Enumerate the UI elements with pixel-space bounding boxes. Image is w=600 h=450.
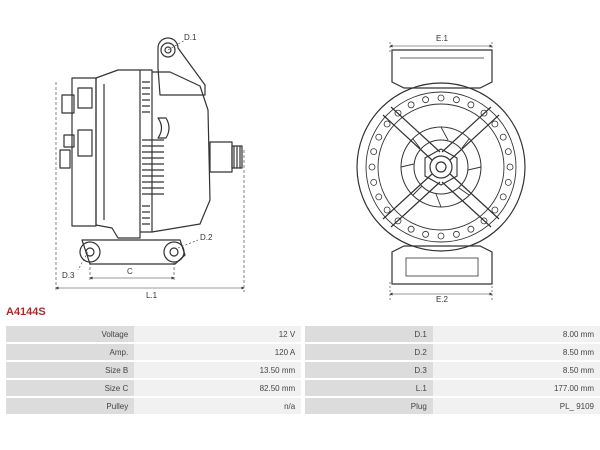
vent-hole xyxy=(504,178,512,186)
spec-gap xyxy=(301,398,306,414)
vent-hole xyxy=(491,120,499,128)
dimension-label-d1: D.1 xyxy=(184,33,197,42)
spec-label: L.1 xyxy=(305,380,433,396)
alternator-technical-drawing: D.1 D.2 D.3 C L.1 E.1 E.2 xyxy=(55,33,526,304)
vent-hole xyxy=(383,206,391,214)
dimension-label-e1: E.1 xyxy=(436,34,449,43)
vent-hole xyxy=(422,96,430,104)
spec-value: 120 A xyxy=(134,344,302,360)
spec-gap xyxy=(301,362,306,378)
spec-value: 8.00 mm xyxy=(432,326,600,342)
spec-value: n/a xyxy=(134,398,302,414)
spec-value: 8.50 mm xyxy=(432,362,600,378)
vent-hole xyxy=(370,178,378,186)
spec-label: Size B xyxy=(6,362,135,378)
dimension-label-c: C xyxy=(127,267,133,276)
spec-label: Amp. xyxy=(6,344,135,360)
vent-hole xyxy=(407,225,415,233)
vent-hole xyxy=(437,232,445,240)
vent-hole xyxy=(480,109,488,117)
spec-gap xyxy=(301,326,306,342)
vent-hole xyxy=(368,163,376,171)
front-vent-holes xyxy=(368,94,514,240)
alternator-side-view xyxy=(59,37,243,265)
spec-label: Voltage xyxy=(6,326,135,342)
spec-label: Size C xyxy=(6,380,135,396)
dimension-label-l1: L.1 xyxy=(146,291,158,300)
vent-hole xyxy=(499,193,507,201)
spec-value: 13.50 mm xyxy=(134,362,302,378)
vent-hole xyxy=(499,133,507,141)
alternator-front-view xyxy=(356,49,526,285)
vent-hole xyxy=(375,133,383,141)
vent-hole xyxy=(437,94,445,102)
side-view-dimensions xyxy=(55,39,245,292)
vent-hole xyxy=(407,101,415,109)
vent-hole xyxy=(370,148,378,156)
vent-hole xyxy=(504,148,512,156)
vent-hole xyxy=(480,217,488,225)
dimension-label-d2: D.2 xyxy=(200,233,213,242)
spec-label: Plug xyxy=(305,398,433,414)
spec-label: D.2 xyxy=(305,344,433,360)
front-view-dimensions xyxy=(389,42,493,300)
vent-hole xyxy=(452,96,460,104)
spec-value: 82.50 mm xyxy=(134,380,302,396)
vent-hole xyxy=(467,101,475,109)
vent-hole xyxy=(383,120,391,128)
vent-hole xyxy=(452,230,460,238)
vent-hole xyxy=(394,109,402,117)
spec-value: 12 V xyxy=(134,326,302,342)
spec-label: Pulley xyxy=(6,398,135,414)
spec-value: PL_ 9109 xyxy=(432,398,600,414)
part-number: A4144S xyxy=(6,306,46,318)
vent-hole xyxy=(375,193,383,201)
vent-hole xyxy=(467,225,475,233)
vent-hole xyxy=(394,217,402,225)
spec-label: D.1 xyxy=(305,326,433,342)
vent-hole xyxy=(491,206,499,214)
spec-value: 177.00 mm xyxy=(432,380,600,396)
vent-hole xyxy=(506,163,514,171)
spec-gap xyxy=(301,344,306,360)
spec-value: 8.50 mm xyxy=(432,344,600,360)
vent-hole xyxy=(422,230,430,238)
spec-gap xyxy=(301,380,306,396)
dimension-label-d3: D.3 xyxy=(62,271,75,280)
spec-label: D.3 xyxy=(305,362,433,378)
dimension-label-e2: E.2 xyxy=(436,295,449,304)
